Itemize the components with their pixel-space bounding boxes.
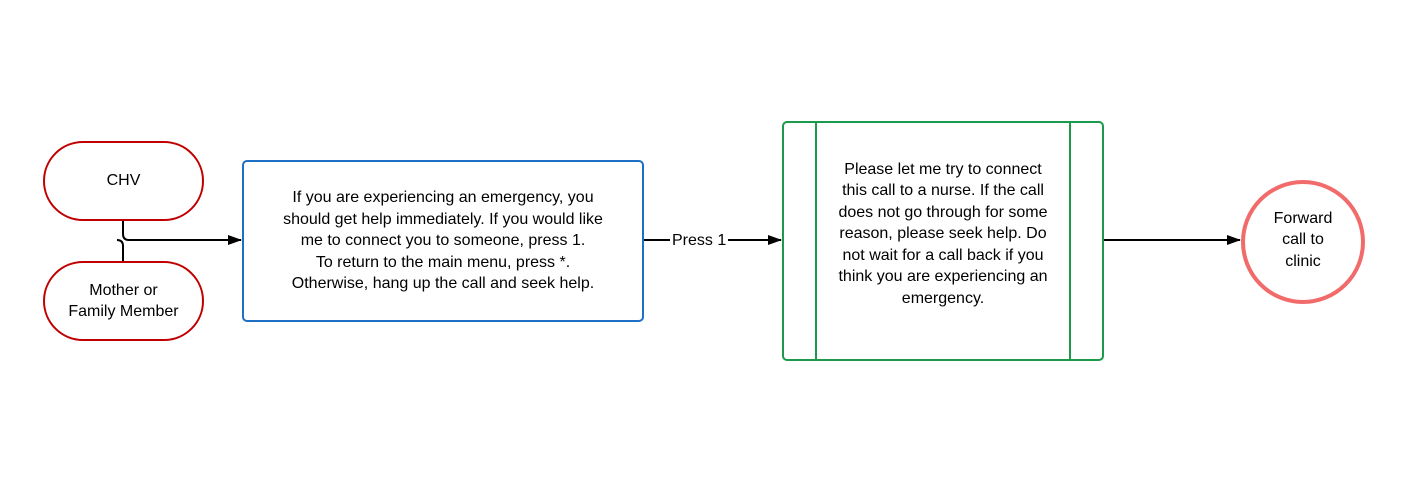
chv-label: CHV bbox=[106, 172, 141, 190]
nurse-connect-text: Please let me try to connect this call t… bbox=[838, 160, 1048, 307]
mother-start-node: Mother or Family Member bbox=[43, 261, 204, 341]
ivr-message-text: If you are experiencing an emergency, yo… bbox=[283, 189, 603, 293]
ivr-message-process: If you are experiencing an emergency, yo… bbox=[242, 160, 644, 322]
merge-bracket-connector bbox=[116, 221, 240, 261]
subprocess-left-bar bbox=[815, 123, 817, 359]
subprocess-right-bar bbox=[1069, 123, 1071, 359]
chv-start-node: CHV bbox=[43, 141, 204, 221]
press-1-edge-label: Press 1 bbox=[670, 231, 729, 251]
clinic-label: Forward call to clinic bbox=[1273, 209, 1333, 270]
clinic-end-node: Forward call to clinic bbox=[1241, 180, 1365, 304]
mother-label: Mother or Family Member bbox=[68, 281, 179, 321]
nurse-connect-subprocess: Please let me try to connect this call t… bbox=[782, 121, 1104, 361]
